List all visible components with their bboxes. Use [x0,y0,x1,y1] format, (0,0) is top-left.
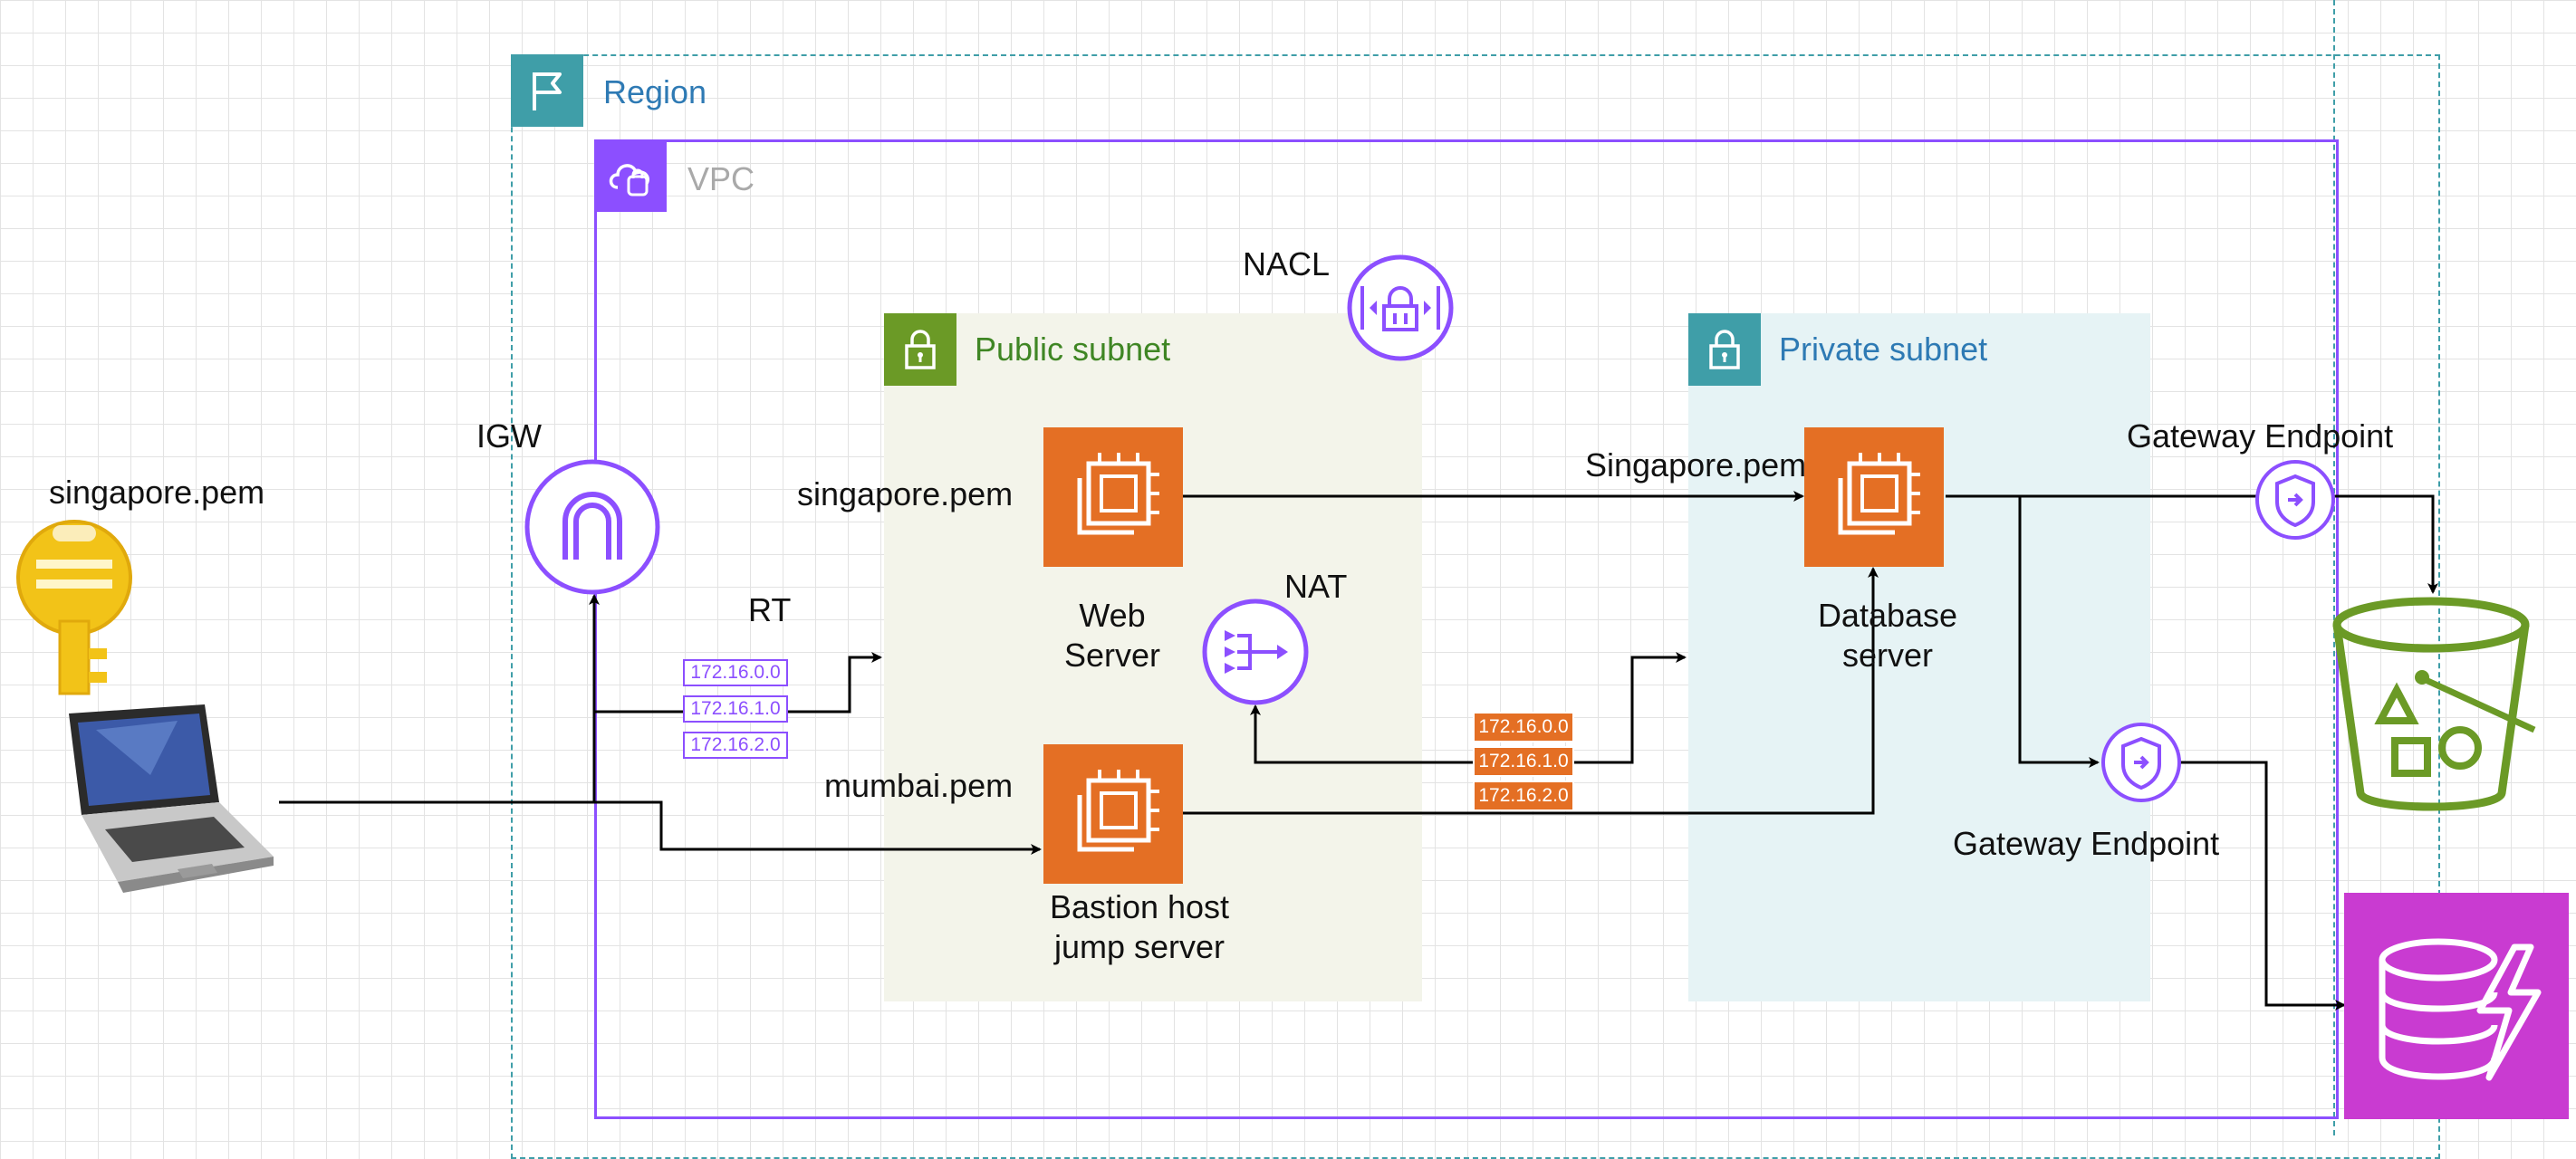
laptop-icon[interactable] [42,703,277,895]
bastion-line2: jump server [1053,928,1226,965]
line-endpoint-dynamo [2139,761,2346,1011]
connectors [279,491,2438,1011]
web-server-ec2-icon[interactable] [1043,427,1183,567]
bastion-line1: Bastion host [1049,888,1230,925]
public-subnet-label: Public subnet [975,330,1171,368]
vpc-label: VPC [687,160,755,197]
route-table-orange[interactable]: 172.16.0.0 172.16.1.0 172.16.2.0 [1473,712,1574,811]
network-acl-icon[interactable] [1346,254,1455,362]
route-entry: 172.16.1.0 [1473,746,1574,777]
route-entry: 172.16.2.0 [1473,781,1574,811]
database-line2: server [1841,637,1934,674]
bastion-pem-label: mumbai.pem [824,767,1014,804]
db-pem-label: Singapore.pem [1585,446,1807,484]
gateway-endpoint-top-label: Gateway Endpoint [2127,417,2394,455]
line-bastion-db [1183,567,1879,815]
route-entry: 172.16.1.0 [683,695,788,723]
region-label: Region [603,73,707,110]
line-rt-nat [1250,704,1476,764]
key-pem-label: singapore.pem [49,474,265,511]
nat-label: NAT [1284,568,1348,605]
route-entry: 172.16.0.0 [1473,712,1574,742]
gateway-endpoint-bottom-icon[interactable] [2100,721,2183,804]
web-server-line2: Server [1063,637,1161,674]
gateway-endpoint-top-icon[interactable] [2254,458,2337,541]
database-line1: Database [1817,597,1958,634]
database-ec2-icon[interactable] [1804,427,1944,567]
gateway-endpoint-bottom-label: Gateway Endpoint [1953,825,2220,862]
route-entry: 172.16.0.0 [683,659,788,686]
region-edge-line [2333,0,2335,1135]
private-subnet-label: Private subnet [1779,330,1988,368]
nacl-label: NACL [1243,245,1331,283]
nat-gateway-icon[interactable] [1201,598,1310,706]
vpc-cloud-icon [594,139,667,212]
bastion-ec2-icon[interactable] [1043,744,1183,884]
private-subnet-lock-icon [1688,313,1761,386]
route-table-purple[interactable]: 172.16.0.0 172.16.1.0 172.16.2.0 [683,659,788,766]
public-subnet-lock-icon [884,313,956,386]
line-rt-private [1574,652,1687,764]
s3-bucket-icon[interactable] [2324,594,2538,820]
line-to-bastion [594,800,1042,855]
dynamodb-icon[interactable] [2344,893,2569,1119]
line-db-endpoint [2018,496,2100,768]
web-pem-label: singapore.pem [797,475,1014,512]
bastion-label: Bastion host jump server [1004,887,1275,967]
web-server-line1: Web [1079,597,1146,634]
region-flag-icon [511,54,583,127]
igw-label: IGW [476,417,542,455]
line-db-s3 [1946,494,2438,594]
route-entry: 172.16.2.0 [683,732,788,759]
key-icon [16,512,134,703]
internet-gateway-icon[interactable] [524,458,661,596]
database-server-label: Database server [1779,596,1996,675]
rt-label: RT [748,591,792,628]
web-server-label: Web Server [1016,596,1208,675]
